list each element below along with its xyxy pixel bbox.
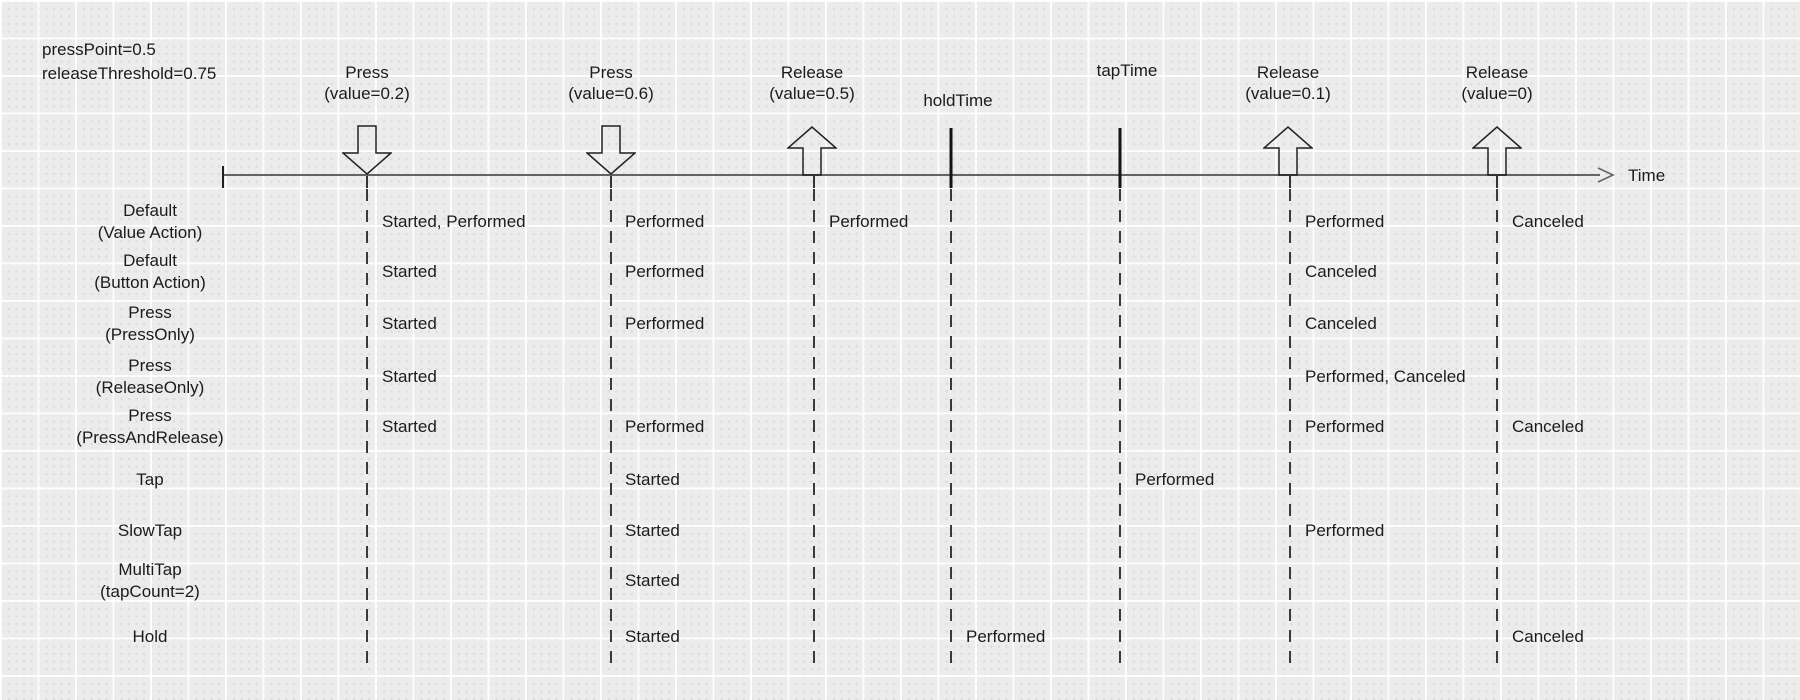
axis-stub-tick bbox=[610, 176, 612, 188]
row-label-press-releaseonly: Press(ReleaseOnly) bbox=[95, 356, 205, 397]
event-dashed-line bbox=[1496, 189, 1498, 666]
row-label-default-button-action: Default(Button Action) bbox=[94, 251, 206, 292]
axis-start-tick bbox=[222, 166, 224, 188]
state-cell: Started bbox=[382, 314, 437, 333]
state-cell: Started, Performed bbox=[382, 212, 526, 231]
release-arrow-up-icon bbox=[787, 126, 837, 176]
state-cell: Performed bbox=[625, 212, 705, 231]
state-cell: Performed bbox=[625, 314, 705, 333]
state-cell: Performed bbox=[966, 627, 1046, 646]
event-dashed-line bbox=[366, 189, 368, 666]
state-cell: Canceled bbox=[1512, 417, 1584, 436]
time-axis-label: Time bbox=[1628, 166, 1666, 185]
state-cell: Started bbox=[625, 521, 680, 540]
release-threshold-value: releaseThreshold=0.75 bbox=[42, 64, 217, 83]
row-label-slowtap: SlowTap bbox=[117, 521, 183, 540]
row-label-press-pressandrelease: Press(PressAndRelease) bbox=[76, 406, 224, 447]
event-label-tap-time: tapTime bbox=[1096, 61, 1158, 80]
event-label-press-0-6: Press (value=0.6) bbox=[568, 63, 654, 103]
event-dashed-line bbox=[1289, 189, 1291, 666]
tap-time-tick bbox=[1118, 128, 1122, 188]
state-cell: Started bbox=[382, 417, 437, 436]
row-label-multitap: MultiTap(tapCount=2) bbox=[100, 560, 200, 601]
press-point-value: pressPoint=0.5 bbox=[42, 40, 156, 59]
axis-arrowhead-icon bbox=[1597, 167, 1615, 183]
state-cell: Performed, Canceled bbox=[1305, 367, 1466, 386]
time-axis-line bbox=[224, 174, 1600, 176]
state-cell: Started bbox=[625, 571, 680, 590]
hold-time-tick bbox=[949, 128, 953, 188]
state-cell: Canceled bbox=[1305, 314, 1377, 333]
state-cell: Started bbox=[382, 367, 437, 386]
row-label-hold: Hold bbox=[132, 627, 168, 646]
release-arrow-up-icon bbox=[1263, 126, 1313, 176]
row-label-press-pressonly: Press(PressOnly) bbox=[105, 303, 195, 344]
state-cell: Canceled bbox=[1512, 212, 1584, 231]
press-arrow-down-icon bbox=[342, 125, 392, 175]
event-label-release-0-1: Release (value=0.1) bbox=[1245, 63, 1331, 103]
release-arrow-up-icon bbox=[1472, 126, 1522, 176]
state-cell: Canceled bbox=[1305, 262, 1377, 281]
state-cell: Started bbox=[625, 627, 680, 646]
state-cell: Performed bbox=[1135, 470, 1215, 489]
parameter-annotation: pressPoint=0.5 releaseThreshold=0.75 bbox=[42, 38, 216, 86]
row-label-tap: Tap bbox=[136, 470, 164, 489]
state-cell: Performed bbox=[625, 262, 705, 281]
axis-stub-tick bbox=[813, 176, 815, 188]
state-cell: Performed bbox=[1305, 212, 1385, 231]
axis-stub-tick bbox=[1289, 176, 1291, 188]
row-label-default-value-action: Default(Value Action) bbox=[97, 201, 203, 242]
state-cell: Started bbox=[625, 470, 680, 489]
state-cell: Performed bbox=[625, 417, 705, 436]
state-cell: Performed bbox=[1305, 417, 1385, 436]
event-label-release-0: Release (value=0) bbox=[1461, 63, 1533, 103]
event-label-hold-time: holdTime bbox=[923, 91, 993, 110]
state-cell: Performed bbox=[1305, 521, 1385, 540]
event-dashed-line bbox=[1119, 189, 1121, 666]
state-cell: Canceled bbox=[1512, 627, 1584, 646]
event-dashed-line bbox=[950, 189, 952, 666]
state-cell: Performed bbox=[829, 212, 909, 231]
event-label-release-0-5: Release (value=0.5) bbox=[769, 63, 855, 103]
state-cell: Started bbox=[382, 262, 437, 281]
event-label-press-0-2: Press (value=0.2) bbox=[324, 63, 410, 103]
axis-stub-tick bbox=[366, 176, 368, 188]
axis-stub-tick bbox=[1496, 176, 1498, 188]
event-dashed-line bbox=[610, 189, 612, 666]
press-arrow-down-icon bbox=[586, 125, 636, 175]
event-dashed-line bbox=[813, 189, 815, 666]
